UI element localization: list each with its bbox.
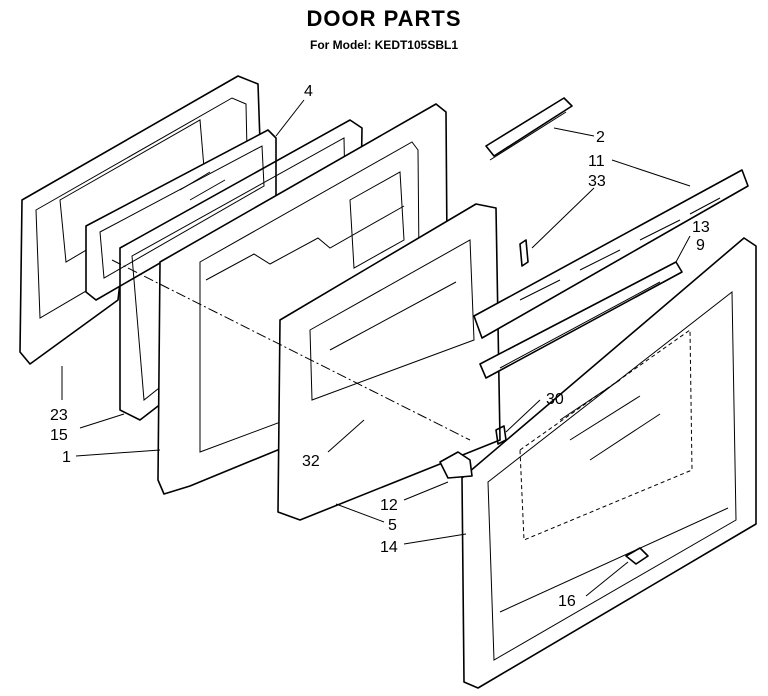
callout-16: 16 xyxy=(558,593,576,610)
part-handle xyxy=(625,547,649,565)
callout-labels: 4 2 11 33 13 9 30 23 15 1 32 12 5 14 16 xyxy=(50,83,710,610)
callout-14: 14 xyxy=(380,539,398,556)
callout-13: 13 xyxy=(692,219,710,236)
part-outer-door xyxy=(461,237,757,689)
part-door-bracket xyxy=(485,97,573,161)
diagram-title: DOOR PARTS xyxy=(306,6,462,31)
callout-11: 11 xyxy=(588,153,605,170)
part-door-panel xyxy=(277,203,501,521)
part-hinge xyxy=(439,451,473,479)
callout-15: 15 xyxy=(50,427,68,444)
part-vent-bracket xyxy=(479,261,683,379)
callout-30: 30 xyxy=(546,391,564,408)
part-clip xyxy=(519,239,529,267)
callout-4: 4 xyxy=(304,83,313,100)
callout-23: 23 xyxy=(50,407,68,424)
callout-9: 9 xyxy=(696,237,705,254)
model-subtitle: For Model: KEDT105SBL1 xyxy=(309,38,459,52)
part-top-trim xyxy=(473,169,749,339)
callout-5: 5 xyxy=(388,517,397,534)
callout-1: 1 xyxy=(62,449,71,466)
callout-33: 33 xyxy=(588,173,606,190)
callout-32: 32 xyxy=(302,453,320,470)
callout-2: 2 xyxy=(596,129,605,146)
part-small-clip xyxy=(495,425,507,445)
callout-12: 12 xyxy=(380,497,398,514)
leader-lines xyxy=(61,99,691,597)
